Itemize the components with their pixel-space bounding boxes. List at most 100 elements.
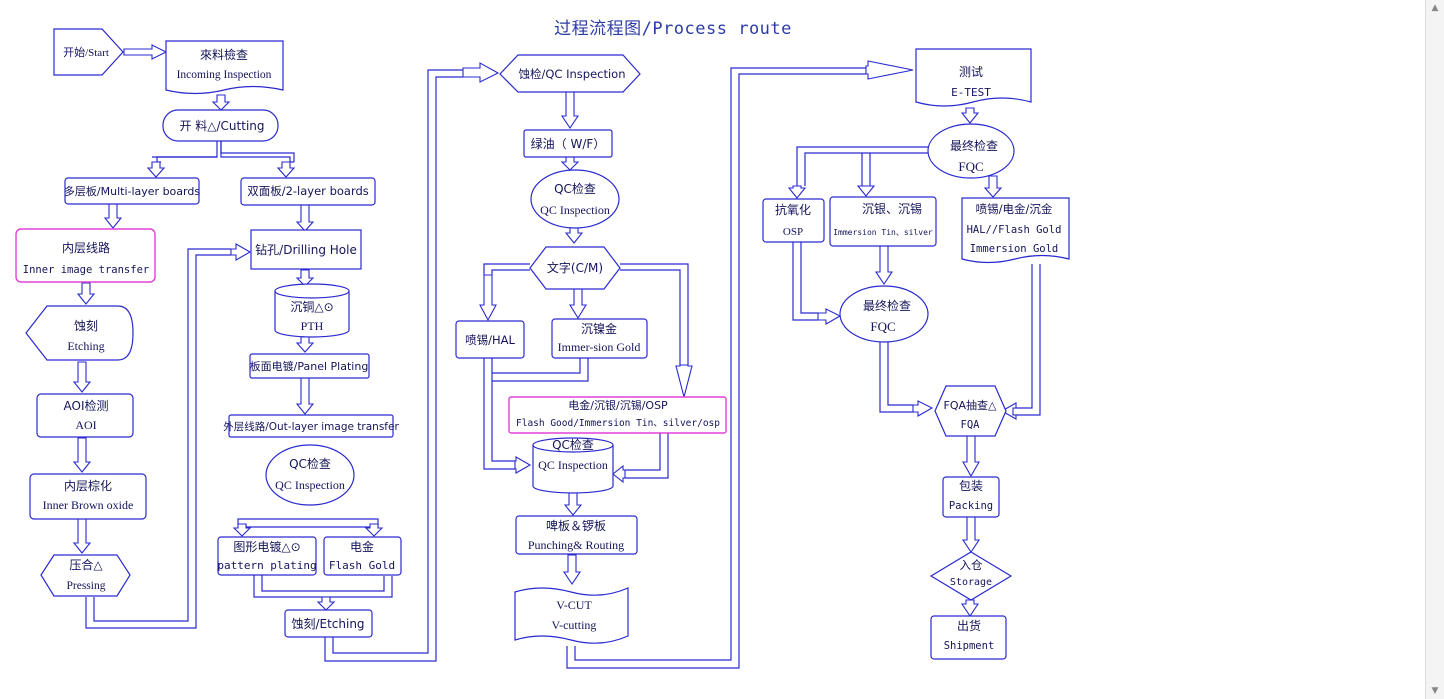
node-drilling-hole: 钻孔/Drilling Hole bbox=[250, 229, 362, 270]
node-osp-label1: 抗氧化 bbox=[775, 202, 811, 217]
node-start-label: 开始/Start bbox=[63, 45, 109, 59]
node-fqc-2-label1: 最终检查 bbox=[863, 298, 911, 313]
node-inner-image-transfer: 内层线路 Inner image transfer bbox=[15, 228, 156, 283]
node-2-layer-boards: 双面板/2-layer boards bbox=[240, 177, 376, 206]
node-outer-image-transfer-label: 外层线路/Out-layer image transfer bbox=[223, 420, 399, 433]
node-immersion-gold-label2: Immer-sion Gold bbox=[558, 340, 641, 354]
node-pth-label2: PTH bbox=[301, 319, 324, 333]
node-qc-inspection-2-label2: QC Inspection bbox=[540, 203, 610, 217]
node-hal-flash-immersion-gold-label2: HAL//Flash Gold bbox=[967, 224, 1062, 236]
node-panel-plating-label: 板面电镀/Panel Plating bbox=[250, 359, 369, 373]
node-cutting: 开 料△/Cutting bbox=[162, 109, 279, 142]
node-qc-inspection-3-label2: QC Inspection bbox=[538, 458, 608, 472]
node-immersion-tin-silver: 沉银、沉锡 Immersion Tin、silver bbox=[829, 196, 937, 247]
node-storage-label2: Storage bbox=[950, 577, 992, 588]
node-component-mark-label: 文字(C/M) bbox=[547, 260, 603, 275]
node-etching-1: 蚀刻 Etching bbox=[25, 305, 134, 361]
node-flash-immersion-osp: 电金/沉银/沉锡/OSP Flash Good/Immersion Tin、si… bbox=[508, 396, 727, 434]
node-qc-inspection-3: QC检查 QC Inspection bbox=[532, 437, 614, 494]
node-storage: 入仓 Storage bbox=[929, 551, 1013, 601]
node-wet-film: 绿油（ W/F） bbox=[523, 129, 613, 158]
node-aoi: AOI检测 AOI bbox=[36, 393, 134, 438]
node-fqc-1: 最终检查 FQC bbox=[927, 123, 1015, 179]
node-hal-flash-immersion-gold-label3: Immersion Gold bbox=[970, 243, 1059, 255]
node-flash-immersion-osp-label1: 电金/沉银/沉锡/OSP bbox=[568, 398, 668, 412]
node-etch-qc-inspection-label: 蚀检/QC Inspection bbox=[518, 67, 625, 81]
node-fqc-2: 最终检查 FQC bbox=[839, 285, 929, 343]
node-shipment-label1: 出货 bbox=[957, 618, 981, 633]
node-pattern-plating: 图形电镀△⊙ pattern plating bbox=[217, 536, 317, 576]
node-qc-inspection-2: QC检查 QC Inspection bbox=[530, 169, 620, 229]
node-punching-routing-label2: Punching& Routing bbox=[528, 538, 624, 552]
node-fqa-label2: FQA bbox=[961, 419, 981, 431]
node-pressing-label2: Pressing bbox=[67, 580, 106, 592]
node-immersion-tin-silver-label1: 沉银、沉锡 bbox=[862, 201, 922, 216]
arrows bbox=[72, 44, 1017, 617]
vertical-scrollbar[interactable]: ▲ ▼ bbox=[1425, 0, 1444, 699]
scroll-down-icon[interactable]: ▼ bbox=[1431, 686, 1439, 696]
node-flash-gold-label2: Flash Gold bbox=[329, 559, 395, 572]
node-v-cut-label2: V-cutting bbox=[552, 618, 597, 632]
node-e-test-label2: E-TEST bbox=[951, 86, 991, 99]
node-packing-label1: 包装 bbox=[959, 479, 983, 493]
node-qc-inspection-1-label1: QC检查 bbox=[289, 456, 331, 471]
node-etch-qc-inspection: 蚀检/QC Inspection bbox=[499, 54, 641, 93]
node-aoi-label1: AOI检测 bbox=[64, 398, 109, 413]
node-etching-2: 蚀刻/Etching bbox=[284, 609, 373, 638]
node-pattern-plating-label2: pattern plating bbox=[217, 559, 316, 572]
node-flash-gold-label1: 电金 bbox=[350, 539, 374, 554]
node-flash-gold: 电金 Flash Gold bbox=[323, 536, 402, 576]
node-hal-label: 喷锡/HAL bbox=[465, 333, 515, 347]
node-drilling-hole-label: 钻孔/Drilling Hole bbox=[255, 242, 357, 257]
node-packing: 包装 Packing bbox=[942, 476, 1000, 518]
node-inner-image-transfer-label1: 内层线路 bbox=[62, 240, 110, 255]
node-v-cut: V-CUT V-cutting bbox=[514, 587, 629, 644]
node-punching-routing: 啤板＆锣板 Punching& Routing bbox=[515, 515, 638, 555]
node-2-layer-boards-label: 双面板/2-layer boards bbox=[247, 184, 369, 198]
node-fqc-2-label2: FQC bbox=[870, 319, 895, 334]
node-qc-inspection-3-label1: QC检查 bbox=[552, 437, 594, 452]
node-pattern-plating-label1: 图形电镀△⊙ bbox=[233, 540, 300, 554]
node-immersion-gold: 沉镍金 Immer-sion Gold bbox=[551, 318, 648, 359]
node-pth: 沉铜△⊙ PTH bbox=[274, 283, 350, 338]
node-shipment-label2: Shipment bbox=[944, 640, 995, 652]
node-etching-1-label2: Etching bbox=[67, 339, 104, 353]
node-etching-1-label1: 蚀刻 bbox=[74, 319, 98, 333]
scroll-up-icon[interactable]: ▲ bbox=[1431, 3, 1439, 13]
node-pressing-label1: 压合△ bbox=[69, 557, 103, 572]
node-incoming-inspection-label2: Incoming Inspection bbox=[177, 69, 272, 81]
node-multi-layer-boards-label: 多层板/Multi-layer boards bbox=[64, 184, 200, 198]
node-qc-inspection-1-label2: QC Inspection bbox=[275, 478, 345, 492]
node-hal: 喷锡/HAL bbox=[455, 320, 525, 359]
node-aoi-label2: AOI bbox=[75, 418, 96, 432]
node-start: 开始/Start bbox=[53, 28, 124, 76]
node-inner-image-transfer-label2: Inner image transfer bbox=[23, 264, 149, 276]
node-pressing: 压合△ Pressing bbox=[40, 554, 131, 597]
node-pth-label1: 沉铜△⊙ bbox=[290, 299, 333, 314]
node-osp: 抗氧化 OSP bbox=[762, 198, 825, 243]
node-e-test-label1: 测试 bbox=[959, 64, 983, 79]
node-flash-immersion-osp-label2: Flash Good/Immersion Tin、silver/osp bbox=[516, 418, 720, 429]
node-v-cut-label1: V-CUT bbox=[556, 598, 592, 612]
node-shipment: 出货 Shipment bbox=[930, 615, 1007, 660]
node-inner-brown-oxide: 内层棕化 Inner Brown oxide bbox=[29, 473, 147, 520]
node-hal-flash-immersion-gold: 喷锡/电金/沉金 HAL//Flash Gold Immersion Gold bbox=[961, 197, 1070, 264]
node-osp-label2: OSP bbox=[783, 226, 803, 238]
connectors bbox=[85, 67, 1041, 669]
node-fqa: FQA抽查△ FQA bbox=[934, 385, 1007, 437]
node-outer-image-transfer: 外层线路/Out-layer image transfer bbox=[223, 414, 399, 438]
node-hal-flash-immersion-gold-label1: 喷锡/电金/沉金 bbox=[976, 202, 1053, 216]
node-inner-brown-oxide-label2: Inner Brown oxide bbox=[43, 498, 134, 512]
node-qc-inspection-2-label1: QC检查 bbox=[554, 181, 596, 196]
node-qc-inspection-1: QC检查 QC Inspection bbox=[265, 444, 355, 506]
node-packing-label2: Packing bbox=[949, 500, 993, 512]
node-e-test: 测试 E-TEST bbox=[915, 48, 1032, 107]
diagram-title: 过程流程图/Process route bbox=[554, 19, 792, 39]
node-fqc-1-label2: FQC bbox=[958, 159, 983, 174]
node-etching-2-label: 蚀刻/Etching bbox=[291, 617, 364, 631]
node-storage-label1: 入仓 bbox=[960, 558, 983, 572]
node-wet-film-label: 绿油（ W/F） bbox=[531, 136, 606, 151]
node-incoming-inspection-label1: 來料檢查 bbox=[200, 47, 248, 62]
node-immersion-tin-silver-label2: Immersion Tin、silver bbox=[833, 228, 933, 237]
